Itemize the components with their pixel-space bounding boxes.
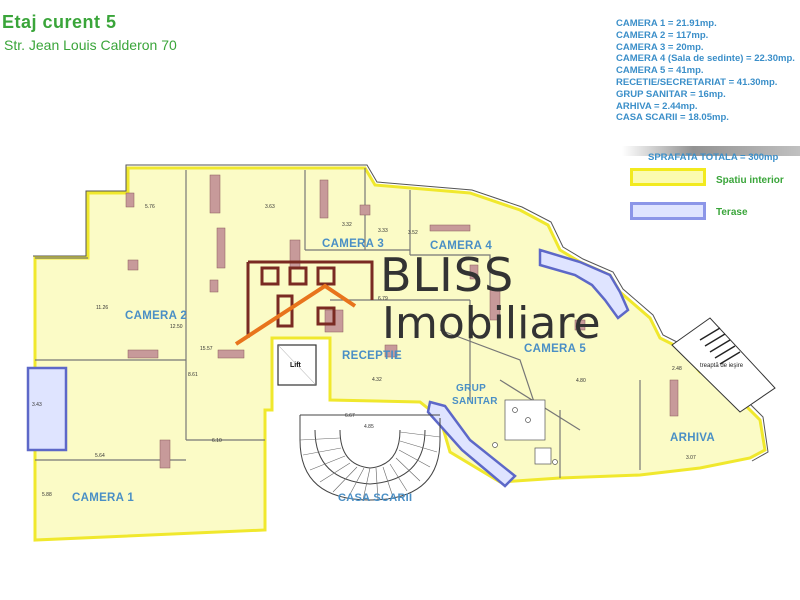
area-item-receptie: RECETIE/SECRETARIAT = 41.30mp. (616, 76, 778, 88)
plan-address: Str. Jean Louis Calderon 70 (4, 37, 177, 53)
room-sanitar: SANITAR (452, 396, 498, 407)
dimension-label: 5.76 (145, 204, 155, 210)
room-camera5: CAMERA 5 (524, 343, 587, 355)
legend-terase-swatch (630, 202, 706, 220)
stairwell (299, 414, 441, 501)
dimension-label: 4.85 (364, 424, 374, 430)
legend-terase-label: Terase (716, 207, 748, 218)
legend-interior-label: Spatiu interior (716, 175, 784, 186)
dimension-label: 6.67 (345, 413, 355, 419)
terrace-lower (426, 400, 517, 488)
dimension-label: 5.64 (95, 453, 105, 459)
logo-text-bliss: BLISS (380, 248, 515, 302)
dimension-label: 8.61 (188, 372, 198, 378)
area-item-camera4: CAMERA 4 (Sala de sedinte) = 22.30mp. (616, 53, 795, 65)
dimension-label: 11.26 (96, 305, 109, 311)
room-camera1: CAMERA 1 (72, 492, 135, 504)
area-item-camera2: CAMERA 2 = 117mp. (616, 29, 709, 41)
area-item-casa-scarii: CASA SCARII = 18.05mp. (616, 112, 729, 124)
area-item-camera3: CAMERA 3 = 20mp. (616, 41, 704, 53)
dimension-label: 15.57 (200, 346, 213, 352)
room-casa-scarii: CASA SCARII (338, 492, 413, 504)
exit-stair (671, 317, 776, 413)
total-area: SPRAFATA TOTALA = 300mp (648, 152, 779, 163)
dimension-label: 12.50 (170, 324, 183, 330)
dimension-label: 3.43 (32, 402, 42, 408)
area-item-camera1: CAMERA 1 = 21.91mp. (616, 18, 717, 29)
dimension-label: 3.63 (265, 204, 275, 210)
area-list: CAMERA 1 = 21.91mp. CAMERA 2 = 117mp. CA… (616, 18, 795, 124)
dimension-label: 2.48 (672, 366, 682, 372)
room-grup: GRUP (456, 383, 487, 394)
room-lift: Lift (290, 362, 301, 369)
room-camera2: CAMERA 2 (125, 310, 188, 322)
room-camera3: CAMERA 3 (322, 238, 385, 250)
room-arhiva: ARHIVA (670, 432, 716, 444)
dimension-label: 4.80 (576, 378, 586, 384)
dimension-label: 3.52 (408, 230, 418, 236)
plan-title: Etaj curent 5 (2, 12, 117, 32)
logo-text-imobiliare: Imobiliare (382, 298, 601, 349)
area-item-grup-sanitar: GRUP SANITAR = 16mp. (616, 88, 726, 100)
dimension-label: 3.33 (378, 228, 388, 234)
area-item-camera5: CAMERA 5 = 41mp. (616, 65, 704, 77)
dimension-label: 3.07 (686, 455, 696, 461)
area-item-arhiva: ARHIVA = 2.44mp. (616, 100, 698, 112)
dimension-label: 6.10 (212, 438, 222, 444)
dimension-label: 5.88 (42, 492, 52, 498)
legend-interior-swatch (630, 168, 706, 186)
room-receptie: RECEPTIE (342, 350, 402, 362)
exit-stair-note: treaptă de ieşire (700, 363, 744, 369)
logo-house-icon (234, 260, 374, 346)
left-terrace (26, 366, 68, 452)
dimension-label: 3.32 (342, 222, 352, 228)
terrace-upper-right (538, 248, 630, 320)
dimension-label: 6.79 (378, 296, 388, 302)
room-camera4: CAMERA 4 (430, 240, 493, 252)
total-underline (622, 146, 800, 156)
dimension-label: 4.32 (372, 377, 382, 383)
